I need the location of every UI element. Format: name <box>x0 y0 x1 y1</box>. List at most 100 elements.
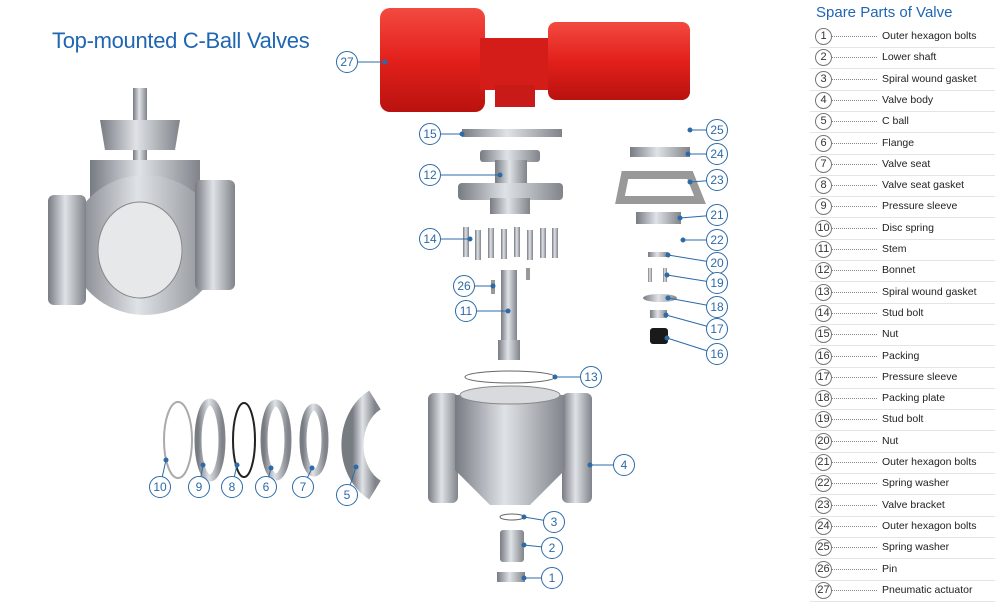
part-label: C ball <box>882 115 909 128</box>
part-number: 11 <box>815 241 832 258</box>
leader-dots <box>832 462 877 463</box>
leader-dot <box>521 514 527 520</box>
part-number: 4 <box>815 91 832 109</box>
leader-dot <box>687 179 693 185</box>
callout-1: 1 <box>541 567 563 589</box>
part-label: Stud bolt <box>882 413 924 426</box>
part-label: Flange <box>882 136 915 149</box>
leader-dots <box>832 419 877 421</box>
part-number: 26 <box>815 560 832 578</box>
part-label: Valve bracket <box>882 498 945 511</box>
packing <box>650 328 668 344</box>
pneumatic-actuator <box>380 8 690 112</box>
leader-dot <box>497 172 503 178</box>
leader-dots <box>832 376 877 378</box>
part-label: Lower shaft <box>882 51 937 64</box>
part-label: Nut <box>882 434 899 447</box>
leader-dot <box>687 127 693 133</box>
leader-dot <box>490 283 496 289</box>
leader-dot <box>521 542 527 548</box>
part-number: 22 <box>815 475 832 493</box>
leader-dot <box>552 374 558 380</box>
leader-dot <box>234 462 240 468</box>
leader-dots <box>832 206 877 208</box>
callout-15: 15 <box>419 123 441 145</box>
callout-24: 24 <box>706 143 728 165</box>
spare-part-row: 18 Packing plate <box>810 388 995 411</box>
part-label: Outer hexagon bolts <box>882 519 977 532</box>
part-label: Spring washer <box>882 477 950 490</box>
callout-20: 20 <box>706 252 728 274</box>
spare-part-row: 10 Disc spring <box>810 218 995 240</box>
callout-18: 18 <box>706 296 728 318</box>
callout-9: 9 <box>188 476 210 498</box>
spare-part-row: 7 Valve seat <box>810 154 995 176</box>
nuts-15 <box>462 129 562 137</box>
part-number: 10 <box>815 219 832 237</box>
part-number: 27 <box>815 581 832 599</box>
leader-dot <box>382 59 388 65</box>
callout-17: 17 <box>706 318 728 340</box>
part-number: 14 <box>815 304 832 322</box>
part-number: 7 <box>815 155 832 173</box>
leader-dots <box>832 355 877 357</box>
leader-dot <box>268 465 274 471</box>
leader-dots <box>832 78 877 80</box>
callout-19: 19 <box>706 272 728 294</box>
leader-dot <box>664 335 670 341</box>
leader-dots <box>832 398 877 400</box>
leader-dot <box>459 131 465 137</box>
part-label: Pressure sleeve <box>882 370 958 383</box>
callout-12: 12 <box>419 164 441 186</box>
callout-21: 21 <box>706 204 728 226</box>
leader-dots <box>832 483 877 485</box>
leader-dot <box>467 236 473 242</box>
part-number: 6 <box>815 134 832 152</box>
callout-13: 13 <box>580 366 602 388</box>
callout-3: 3 <box>543 511 565 533</box>
callout-25: 25 <box>706 119 728 141</box>
part-label: Spiral wound gasket <box>882 285 977 298</box>
part-number: 18 <box>815 390 832 408</box>
leader-dot <box>663 312 669 318</box>
leader-dot <box>664 272 670 278</box>
callout-2: 2 <box>541 537 563 559</box>
leader-dots <box>832 121 877 123</box>
leader-dots <box>832 185 877 187</box>
spare-part-row: 22 Spring washer <box>810 473 995 496</box>
part-label: Nut <box>882 328 899 341</box>
leader-dot <box>665 252 671 258</box>
spare-part-row: 15 Nut <box>810 324 995 347</box>
part-number: 24 <box>815 517 832 535</box>
callout-16: 16 <box>706 343 728 365</box>
part-number: 13 <box>815 283 832 301</box>
leader-dots <box>832 525 877 527</box>
part-number: 15 <box>815 326 832 344</box>
page-title: Top-mounted C-Ball Valves <box>52 28 310 53</box>
part-label: Packing plate <box>882 392 946 405</box>
part-number: 3 <box>815 70 832 88</box>
leader-dot <box>677 215 683 221</box>
part-label: Valve seat <box>882 157 931 170</box>
part-label: Disc spring <box>882 221 934 234</box>
valve-body <box>428 385 592 505</box>
part-number: 25 <box>815 539 832 557</box>
leader-dot <box>353 464 359 470</box>
leader-dot <box>200 462 206 468</box>
bonnet <box>458 150 563 214</box>
part-label: Pin <box>882 562 898 575</box>
part-number: 17 <box>815 368 832 386</box>
cutaway-valve <box>48 88 235 315</box>
part-number: 1 <box>815 28 832 45</box>
lower-parts <box>497 513 525 582</box>
